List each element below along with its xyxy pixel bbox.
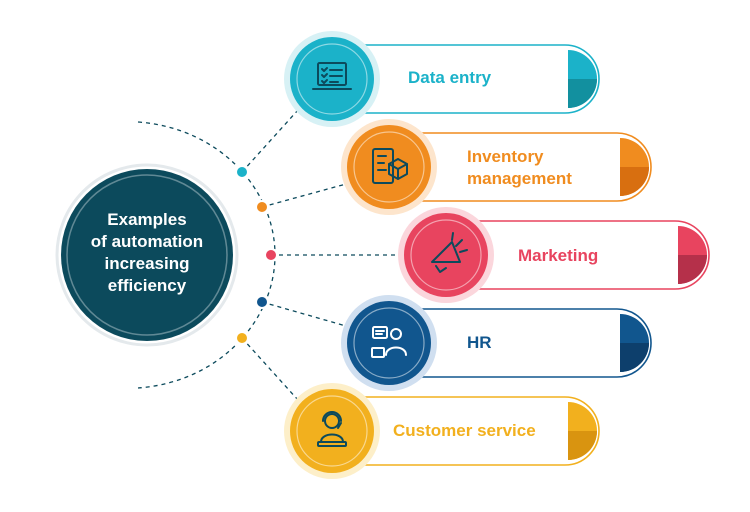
pill-end-cap-shade <box>568 79 597 108</box>
connector-dots <box>235 165 278 345</box>
item-hr <box>341 295 652 391</box>
dot-customer <box>235 331 249 345</box>
dot-hr <box>255 295 269 309</box>
pill-outline <box>389 132 652 202</box>
item-data-entry <box>284 31 600 127</box>
dot-inventory <box>255 200 269 214</box>
center-title-line-1: Examples <box>107 210 187 229</box>
box-tablet-icon <box>372 148 408 184</box>
pill-outline <box>332 44 600 114</box>
label-inventory: Inventory management <box>467 146 572 190</box>
connector-hr <box>261 301 347 327</box>
label-inventory-line-2: management <box>467 169 572 188</box>
item-marketing <box>398 207 710 303</box>
center-title: Examples of automation increasing effici… <box>62 209 232 297</box>
connector-data-entry <box>241 109 299 173</box>
item-customer-service <box>284 383 600 479</box>
label-data-entry: Data entry <box>408 68 492 87</box>
center-title-line-2: of automation <box>90 232 204 251</box>
pill-end-cap-shade <box>678 255 707 284</box>
laptop-checklist-icon <box>312 62 352 90</box>
headset-agent-icon <box>317 411 347 447</box>
pill-outline <box>446 220 710 290</box>
pill-outline <box>389 308 652 378</box>
pill-end-cap-shade <box>568 431 597 460</box>
megaphone-icon <box>431 232 468 273</box>
item-inventory <box>341 119 652 215</box>
connector-inventory <box>261 183 347 208</box>
person-chat-icon <box>371 326 407 358</box>
pill-outline <box>332 396 600 466</box>
connector-lines <box>241 109 400 401</box>
connector-customer <box>241 337 299 401</box>
pill-end-cap-shade <box>620 343 649 372</box>
center-title-line-4: efficiency <box>107 276 187 295</box>
label-inventory-line-1: Inventory <box>467 147 544 166</box>
label-customer-service: Customer service <box>393 421 536 440</box>
center-circle <box>55 163 239 347</box>
dot-marketing <box>264 248 278 262</box>
label-marketing: Marketing <box>518 246 599 265</box>
dot-data-entry <box>235 165 249 179</box>
center-title-line-3: increasing <box>104 254 190 273</box>
label-hr: HR <box>467 333 492 352</box>
pill-end-cap-shade <box>620 167 649 196</box>
